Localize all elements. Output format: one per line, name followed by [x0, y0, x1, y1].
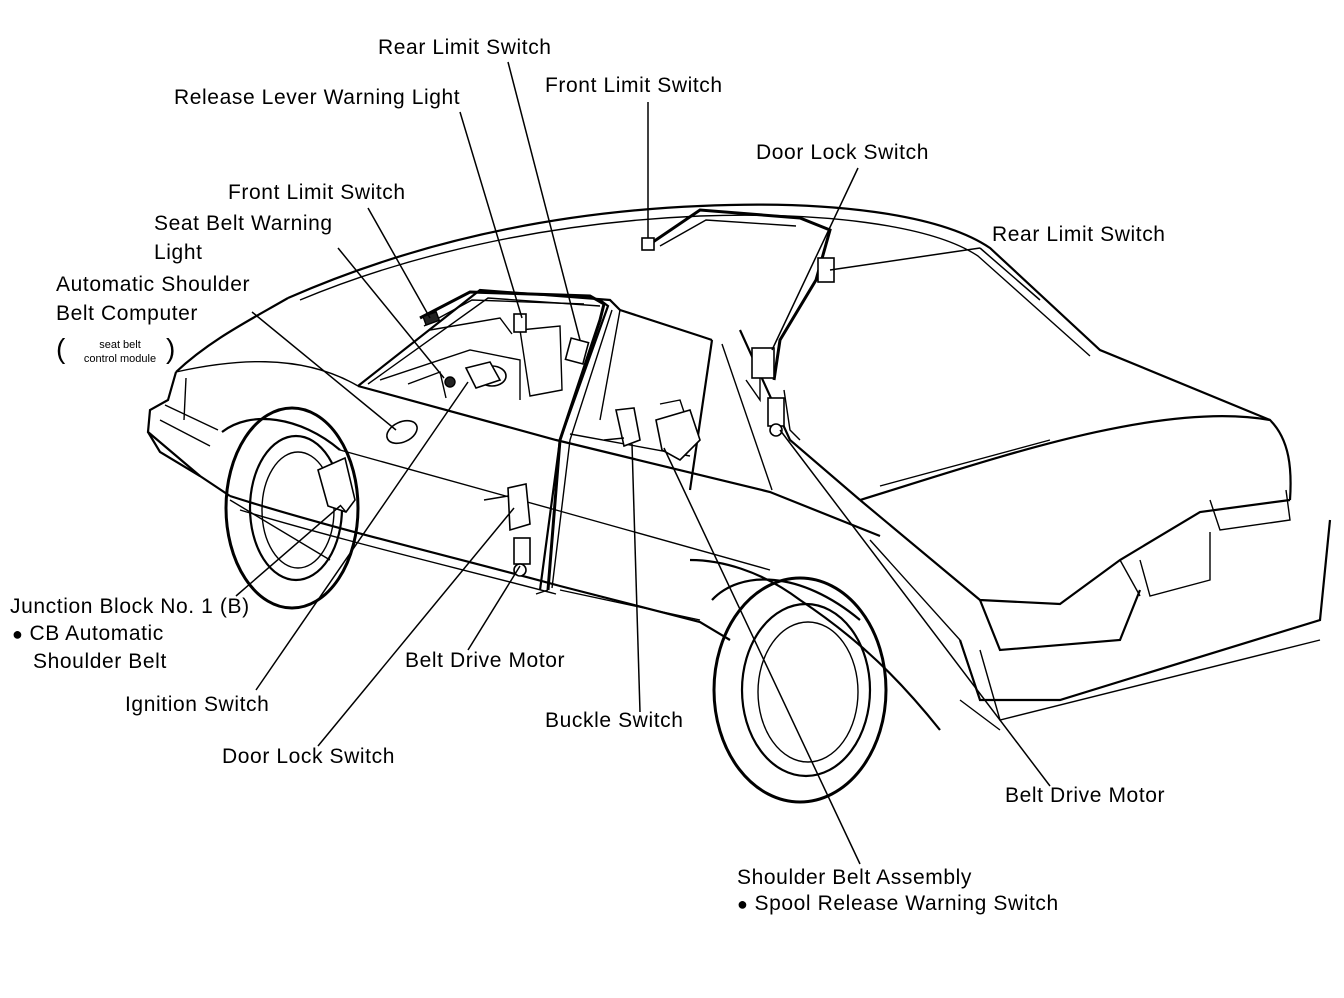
- label-auto-shoulder-belt-computer-line2: Belt Computer: [56, 302, 199, 325]
- paren-open: (: [56, 333, 66, 364]
- label-shoulder-belt-assembly-line1: Shoulder Belt Assembly: [737, 866, 972, 889]
- car-body: [146, 203, 1332, 731]
- label-ignition-switch: Ignition Switch: [125, 693, 270, 716]
- label-junction-block-line2: ●CB Automatic: [12, 621, 164, 647]
- label-seat-belt-warning-light-line1: Seat Belt Warning: [154, 212, 333, 235]
- label-belt-drive-motor-rear: Belt Drive Motor: [1005, 784, 1166, 807]
- label-front-limit-switch-top: Front Limit Switch: [545, 74, 723, 97]
- label-buckle-switch: Buckle Switch: [545, 709, 684, 732]
- rear-wheel: [711, 576, 888, 804]
- label-door-lock-switch-front: Door Lock Switch: [222, 745, 395, 768]
- label-control-module-line2: control module: [83, 353, 157, 365]
- label-auto-shoulder-belt-computer-line1: Automatic Shoulder: [56, 273, 251, 296]
- label-door-lock-switch-rear: Door Lock Switch: [756, 141, 929, 164]
- belt-rails: [419, 208, 832, 595]
- label-junction-block-line1: Junction Block No. 1 (B): [10, 595, 250, 618]
- component-parts: [317, 237, 835, 577]
- label-rear-limit-switch-front: Rear Limit Switch: [378, 36, 552, 59]
- bullet-icon: ●: [737, 894, 749, 914]
- bullet-icon: ●: [12, 624, 24, 644]
- label-junction-block-line3: Shoulder Belt: [33, 650, 167, 673]
- label-release-lever-warning-light: Release Lever Warning Light: [174, 86, 461, 109]
- dashboard: [379, 317, 563, 400]
- label-rear-limit-switch-rear: Rear Limit Switch: [992, 223, 1166, 246]
- label-seat-belt-warning-light-line2: Light: [154, 241, 203, 264]
- paren-close: ): [166, 333, 176, 364]
- label-control-module-line1: seat belt: [99, 339, 141, 351]
- label-junction-block-line2-text: CB Automatic: [29, 622, 164, 645]
- label-shoulder-belt-assembly-line2: ●Spool Release Warning Switch: [737, 891, 1059, 917]
- label-shoulder-belt-assembly-line2-text: Spool Release Warning Switch: [754, 892, 1059, 915]
- label-belt-drive-motor-front: Belt Drive Motor: [405, 649, 566, 672]
- leader-lines: [235, 61, 1051, 865]
- label-front-limit-switch-left: Front Limit Switch: [228, 181, 406, 204]
